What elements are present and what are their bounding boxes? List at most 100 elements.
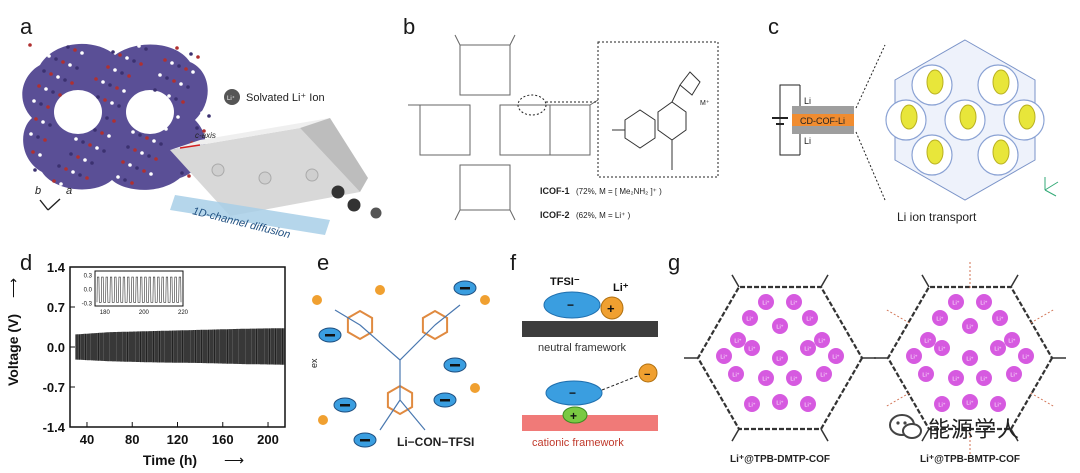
cof-node-arm (820, 274, 829, 288)
y-tick-label: 1.4 (47, 260, 66, 275)
li-ion-label: Li⁺ (980, 376, 987, 383)
crystal-atom (66, 45, 70, 49)
anion-minus-bottom: − (569, 386, 576, 400)
crystal-atom (59, 182, 63, 186)
crystal-atom (49, 72, 53, 76)
li-ion-label: Li⁺ (776, 356, 783, 363)
panel-label-e: e (317, 250, 330, 275)
li-ion (934, 396, 950, 412)
crystal-atom (68, 63, 72, 67)
anion-minus (340, 404, 350, 407)
crystal-atom (106, 65, 110, 69)
cation-plus-top: + (607, 301, 615, 316)
icof2-desc: (62%, M = Li⁺ ) (576, 211, 631, 220)
li-ion (1018, 348, 1034, 364)
li-ion-label: Li⁺ (924, 338, 931, 345)
li-ion (990, 396, 1006, 412)
panel-c: Li CD-COF-Li Li Li ion transport (772, 39, 1059, 224)
tpb-bmtp-cof: Li⁺Li⁺Li⁺Li⁺Li⁺Li⁺Li⁺Li⁺Li⁺Li⁺Li⁺Li⁺Li⁺L… (874, 260, 1066, 456)
crystal-atom (145, 136, 149, 140)
crystal-atom (61, 60, 65, 64)
li-ion (906, 348, 922, 364)
crystal-atom (31, 150, 35, 154)
crystal-atom (28, 43, 32, 47)
crystal-atom (81, 140, 85, 144)
li-ion (772, 394, 788, 410)
panel-g: Li⁺ Li⁺ Li⁺ Li⁺ Li⁺ Li⁺ Li⁺ Li⁺ Li⁺ Li⁺ Li⁺ Li⁺ Li⁺ L… (684, 260, 1066, 465)
y-tick-label: -0.7 (43, 380, 65, 395)
crystal-atom (95, 146, 99, 150)
panel-label-d: d (20, 250, 33, 275)
li-ion-label: Li⁺ (806, 316, 813, 323)
li-ion (744, 340, 760, 356)
li-ion (976, 294, 992, 310)
crystal-atom (147, 154, 151, 158)
cof-label: CD-COF-Li (800, 116, 845, 126)
benzoquinone-ring (386, 384, 414, 416)
con-structure (334, 304, 461, 431)
inset-y-tick-label: 0.0 (84, 288, 93, 294)
li-ion-label: Li⁺ (966, 400, 973, 407)
li-ion-label: Li⁺ (762, 300, 769, 307)
crystal-atom (54, 57, 58, 61)
c-axis-arrow (179, 144, 201, 149)
crystal-atom (172, 79, 176, 83)
li-ion (918, 366, 934, 382)
li-ion-label: Li⁺ (790, 300, 797, 307)
axis-arrows (39, 198, 61, 211)
cof-node-arm (921, 428, 930, 442)
panel-f: TFSI⁻ Li⁺ − + neutral framework − − + ca… (522, 276, 658, 449)
crystal-atom (153, 88, 157, 92)
li-ion-label: Li⁺ (832, 354, 839, 361)
panel-label-f: f (510, 250, 517, 275)
li-ion-label: Li⁺ (720, 354, 727, 361)
cationic-framework-bar (522, 415, 658, 431)
crystal-atom (83, 158, 87, 162)
li-ion-label: Li⁺ (996, 316, 1003, 323)
cation-minus-bottom: − (644, 369, 650, 381)
li-ion-label: Li⁺ (748, 402, 755, 409)
x-tick-label: 160 (212, 432, 234, 447)
crystal-atom (48, 123, 52, 127)
crystal-atom (103, 98, 107, 102)
li-ion-label: Li⁺ (938, 346, 945, 353)
x-tick-label: 40 (80, 432, 94, 447)
crystal-atom (47, 54, 51, 58)
inset-x-tick-label: 220 (178, 310, 189, 316)
crystal-atom (96, 95, 100, 99)
li-bottom-label: Li (804, 136, 811, 146)
li-ion (772, 350, 788, 366)
axis-a-label: a (66, 185, 72, 197)
panel-label-a: a (20, 14, 33, 39)
dashed-interaction (601, 374, 641, 391)
x-tick-label: 200 (257, 432, 279, 447)
li-cation-bottom (638, 363, 658, 383)
cof-node-arm (921, 274, 930, 288)
wechat-icon (889, 414, 922, 439)
li-ion (976, 370, 992, 386)
li-ion-label: Li⁺ (952, 300, 959, 307)
crystal-atom (164, 127, 168, 131)
li-ion-label: Li⁺ (922, 372, 929, 379)
crystal-atom (110, 101, 114, 105)
li-ion (962, 394, 978, 410)
tfsi-anion-bottom (545, 380, 603, 406)
li-ion (1006, 366, 1022, 382)
li-ion (814, 332, 830, 348)
crystal-atom (186, 85, 190, 89)
crystal-atom (180, 171, 184, 175)
li-top-label: Li (804, 96, 811, 106)
crystal-atom (94, 77, 98, 81)
crystal-atom (149, 172, 153, 176)
li-ion-label: Li⁺ (732, 372, 739, 379)
inset-y-tick-label: -0.3 (82, 302, 93, 308)
crystal-atom (108, 83, 112, 87)
li-cation (480, 295, 490, 305)
li-con-tfsi-label: Li−CON−TFSI (397, 435, 474, 449)
oligoether-chain (1030, 308, 1056, 324)
crystal-atom (52, 179, 56, 183)
x-axis-label: Time (h) (143, 452, 197, 468)
li-ion (730, 332, 746, 348)
li-ion (786, 294, 802, 310)
cof-node-arm (731, 428, 740, 442)
